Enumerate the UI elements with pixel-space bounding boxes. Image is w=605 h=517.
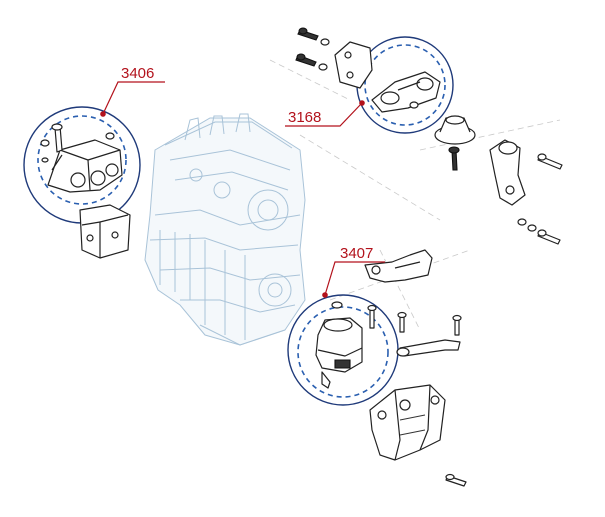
leader-dot-3406 xyxy=(100,111,106,117)
washer-3406-b[interactable] xyxy=(105,132,115,140)
bolt-3168-a[interactable] xyxy=(297,27,319,41)
mount-3406-group: 3406 xyxy=(23,65,165,259)
bolt-3168-e[interactable] xyxy=(537,229,561,245)
washer-3406-c[interactable] xyxy=(41,157,49,163)
mount-bracket-3406[interactable] xyxy=(79,204,131,259)
bolt-3168-c[interactable] xyxy=(448,146,460,171)
bolt-3168-b[interactable] xyxy=(295,53,317,67)
leader-3168 xyxy=(285,102,363,127)
callout-label-3406[interactable]: 3406 xyxy=(121,65,154,82)
engine-block xyxy=(144,113,306,346)
bolt-3407-a[interactable] xyxy=(367,304,377,329)
bolt-3407-d[interactable] xyxy=(445,473,467,487)
engine-side-bracket-3168[interactable] xyxy=(489,139,526,206)
leader-3406 xyxy=(102,81,165,115)
callout-label-3168[interactable]: 3168 xyxy=(288,109,321,126)
leader-3407 xyxy=(324,261,385,296)
rubber-bushing-3168[interactable] xyxy=(434,115,476,145)
mount-3168-group: 3168 xyxy=(285,27,563,245)
upper-bracket-3407[interactable] xyxy=(364,249,433,283)
bolt-3407-b[interactable] xyxy=(397,311,407,333)
mount-3407-group: 3407 xyxy=(287,245,467,487)
bolt-3407-c[interactable] xyxy=(452,314,462,336)
leader-dot-3168 xyxy=(359,100,365,106)
washer-3168-c[interactable] xyxy=(409,101,419,109)
washer-3168-e[interactable] xyxy=(527,224,537,232)
washer-3168-d[interactable] xyxy=(517,218,527,226)
torque-rod-mount-3168[interactable] xyxy=(371,71,441,113)
callout-dashed-ring-3407 xyxy=(297,306,389,398)
engine-mount-3407[interactable] xyxy=(315,317,363,389)
washer-3168-b[interactable] xyxy=(318,63,328,71)
bolt-3406[interactable] xyxy=(51,123,63,153)
upper-bracket-3168[interactable] xyxy=(334,41,373,89)
washer-3406-a[interactable] xyxy=(40,139,50,147)
bolt-3168-d[interactable] xyxy=(537,153,563,170)
leader-dot-3407 xyxy=(322,292,328,298)
lower-bracket-3407[interactable] xyxy=(369,384,446,461)
washer-3168-a[interactable] xyxy=(320,38,330,46)
link-arm-3407[interactable] xyxy=(396,339,461,357)
callout-label-3407[interactable]: 3407 xyxy=(340,245,373,262)
callout-dashed-ring-3406 xyxy=(37,115,127,205)
callout-dashed-ring-3168 xyxy=(364,44,446,126)
nut-3407[interactable] xyxy=(331,301,343,309)
transmission-mount-3406[interactable] xyxy=(47,139,123,193)
